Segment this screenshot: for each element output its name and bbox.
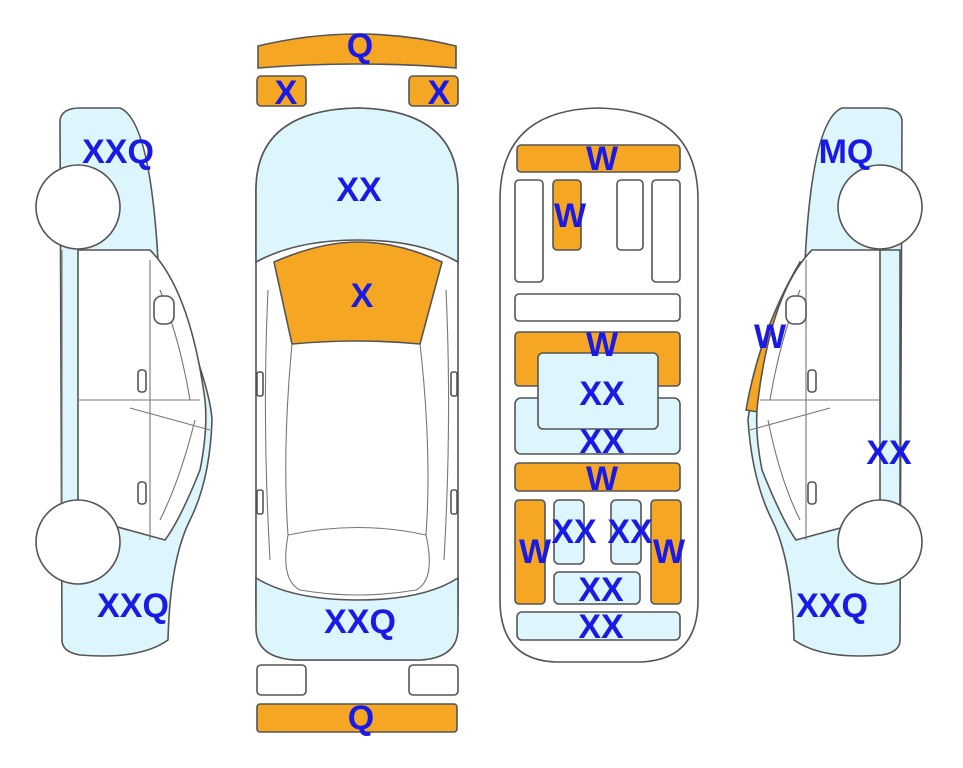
- label-right-front-fender: MQ: [818, 133, 874, 171]
- rear-crossmember[interactable]: [514, 462, 681, 492]
- label-rear-floor-right: XX: [607, 513, 653, 551]
- rear-floor-right[interactable]: [610, 499, 642, 565]
- rear-floor-left[interactable]: [553, 499, 585, 565]
- label-rear-panel: XX: [578, 608, 624, 646]
- left-front-handle: [137, 369, 147, 393]
- label-spare-tire-well: XX: [578, 571, 624, 609]
- left-rear-rail[interactable]: [514, 499, 546, 605]
- label-firewall-upper: W: [585, 326, 619, 364]
- top-view: [255, 33, 459, 733]
- floor-center[interactable]: [537, 352, 659, 430]
- label-left-front-fender: XXQ: [82, 133, 154, 171]
- cowl-panel[interactable]: [516, 144, 681, 173]
- right-side-view: [745, 107, 923, 657]
- label-floor-center-lower: XX: [579, 423, 625, 461]
- label-front-left-light: X: [274, 74, 298, 112]
- front-bumper-top[interactable]: [257, 33, 457, 69]
- label-cowl-panel: W: [585, 140, 619, 178]
- right-cabin-panel[interactable]: [755, 249, 883, 541]
- rear-left-light: [256, 664, 307, 696]
- label-front-crossmember: W: [553, 197, 587, 235]
- right-mirror: [785, 295, 807, 325]
- label-hood: XX: [336, 171, 382, 209]
- label-right-rear-quarter: XXQ: [796, 587, 868, 625]
- front-right-light[interactable]: [408, 75, 459, 107]
- right-rear-rail[interactable]: [650, 499, 682, 605]
- right-front-handle: [807, 369, 817, 393]
- label-front-bumper-top: Q: [346, 27, 374, 65]
- left-rear-handle: [137, 481, 147, 505]
- rear-right-light: [408, 664, 459, 696]
- left-side-view: [35, 107, 213, 657]
- rear-panel[interactable]: [516, 611, 681, 641]
- front-crossmember[interactable]: [552, 179, 582, 251]
- label-right-a-pillar: W: [753, 318, 787, 356]
- label-floor-center: XX: [579, 375, 625, 413]
- front-left-light[interactable]: [256, 75, 307, 107]
- right-rear-wheel: [837, 499, 923, 585]
- windshield[interactable]: [273, 241, 443, 345]
- left-mirror: [153, 295, 175, 325]
- label-rear-crossmember: W: [585, 460, 619, 498]
- left-rear-wheel: [35, 499, 121, 585]
- underbody-view: [499, 107, 699, 663]
- label-trunk-lid: XXQ: [324, 603, 396, 641]
- left-cabin-panel[interactable]: [77, 249, 207, 541]
- label-left-rear-rail: W: [518, 533, 552, 571]
- label-front-right-light: X: [427, 74, 451, 112]
- right-rear-handle: [807, 481, 817, 505]
- left-front-wheel: [35, 164, 121, 250]
- label-rear-floor-left: XX: [551, 513, 597, 551]
- label-left-rear-quarter: XXQ: [97, 587, 169, 625]
- label-rear-bumper: Q: [347, 699, 375, 737]
- hood[interactable]: [255, 107, 459, 264]
- spare-tire-well[interactable]: [553, 571, 641, 605]
- trunk-lid[interactable]: [255, 576, 459, 661]
- label-right-rocker: XX: [866, 434, 912, 472]
- rear-bumper[interactable]: [256, 703, 458, 733]
- right-front-wheel: [837, 164, 923, 250]
- label-windshield: X: [350, 277, 374, 315]
- label-right-rear-rail: W: [652, 533, 686, 571]
